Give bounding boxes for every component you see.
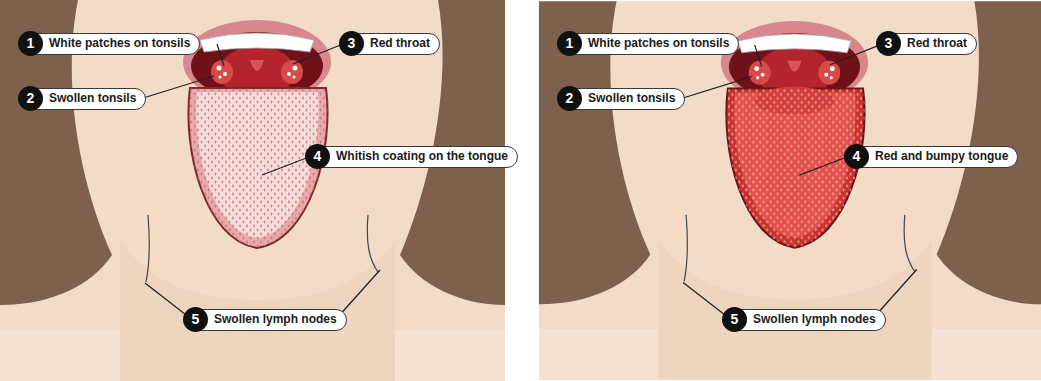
callout-text: Whitish coating on the tongue <box>336 149 508 163</box>
callout-text: Swollen lymph nodes <box>753 312 876 326</box>
callout-text: Swollen tonsils <box>588 91 675 105</box>
callout-text: Swollen lymph nodes <box>214 312 337 326</box>
callout-label: 1White patches on tonsils <box>563 33 739 55</box>
callout-number: 5 <box>183 307 208 332</box>
callout-number: 4 <box>844 144 869 169</box>
callout-number: 5 <box>722 307 747 332</box>
callout-text: Swollen tonsils <box>49 91 136 105</box>
callout-text: White patches on tonsils <box>49 36 190 50</box>
callout-label: 2Swollen tonsils <box>24 88 146 110</box>
callout-number: 3 <box>876 31 901 56</box>
callout-text: Red and bumpy tongue <box>875 149 1008 163</box>
callout-number: 2 <box>18 86 43 111</box>
callout-text: Red throat <box>907 36 967 50</box>
callout-text: Red throat <box>370 36 430 50</box>
callout-label: 3Red throat <box>345 33 440 55</box>
callout-label: 4Whitish coating on the tongue <box>311 146 518 168</box>
callout-number: 3 <box>339 31 364 56</box>
callout-label: 2Swollen tonsils <box>563 88 685 110</box>
callout-label: 1White patches on tonsils <box>24 33 200 55</box>
callout-label: 5Swollen lymph nodes <box>728 309 886 331</box>
callout-label: 3Red throat <box>882 33 977 55</box>
callout-number: 1 <box>557 31 582 56</box>
callout-label: 5Swollen lymph nodes <box>189 309 347 331</box>
callout-number: 4 <box>305 144 330 169</box>
callout-label: 4Red and bumpy tongue <box>850 146 1018 168</box>
callout-text: White patches on tonsils <box>588 36 729 50</box>
callout-number: 2 <box>557 86 582 111</box>
callout-number: 1 <box>18 31 43 56</box>
